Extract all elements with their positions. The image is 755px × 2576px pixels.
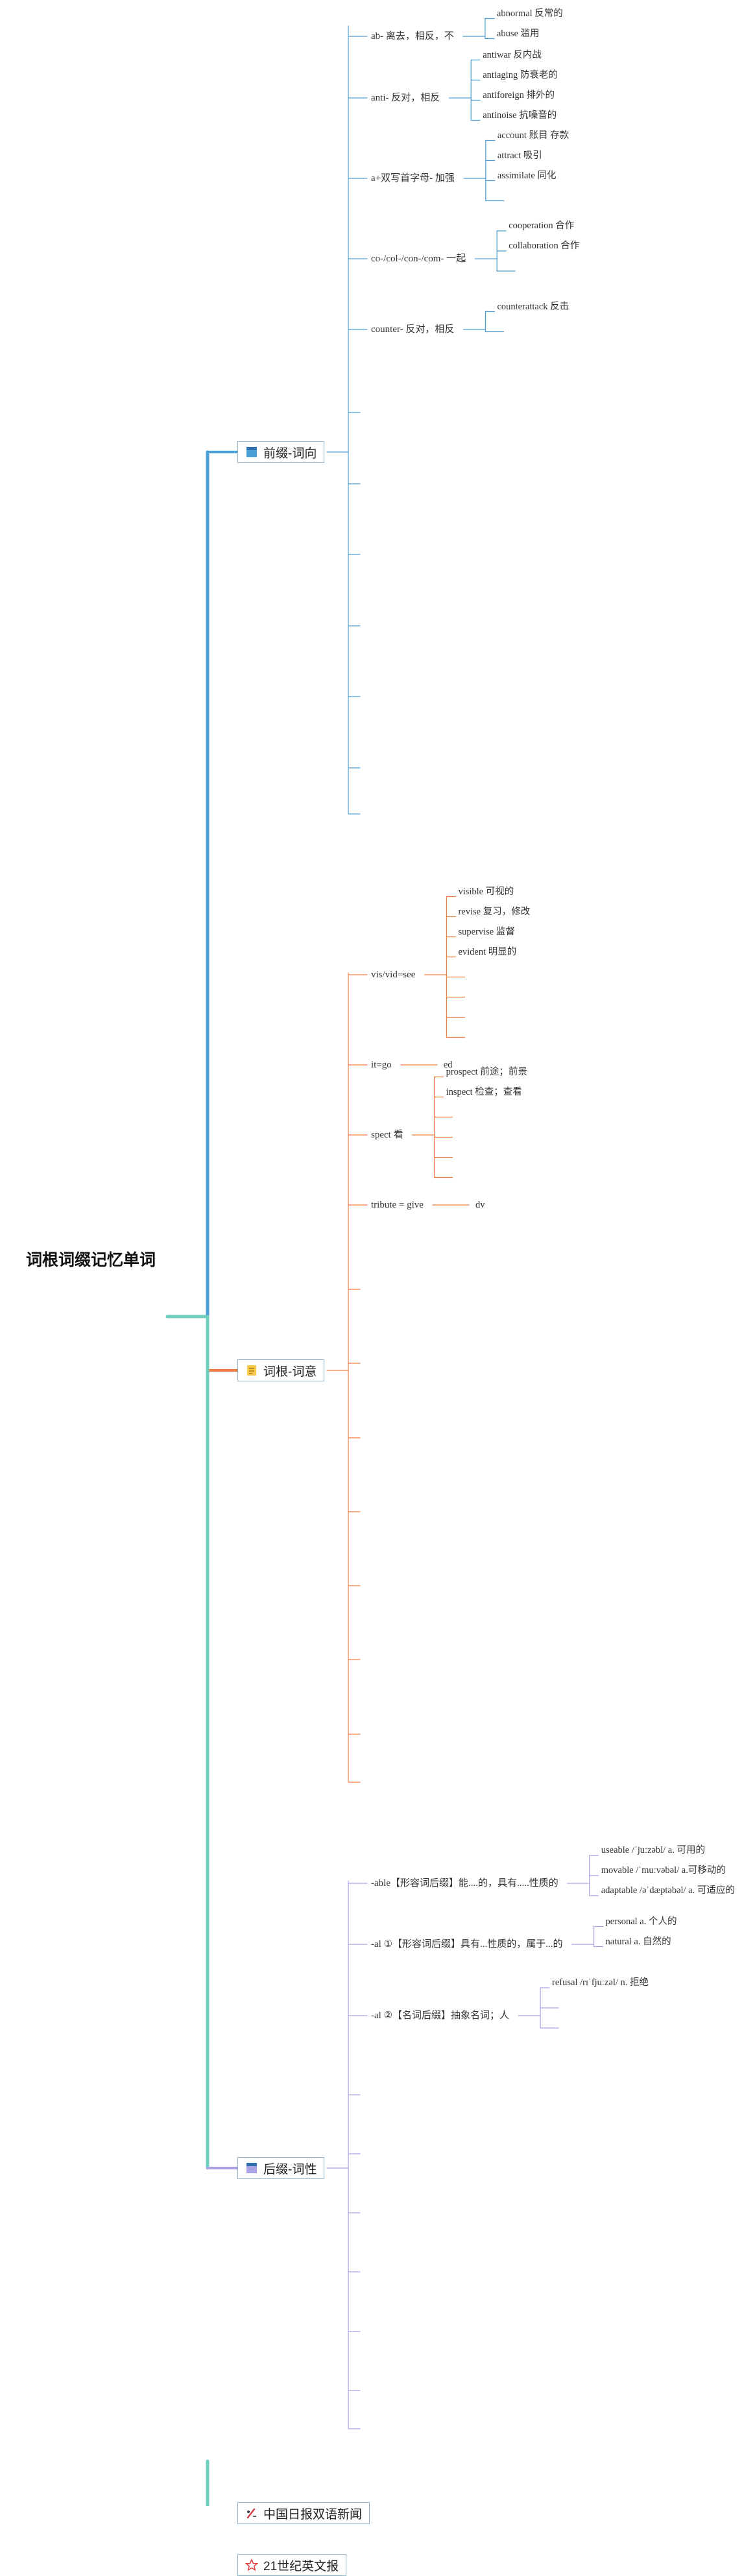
node-co-col-con-com[interactable]: co-/col-/con-/com- 一起 (371, 254, 466, 264)
leaf-natural-a[interactable]: natural a. 自然的 (605, 1936, 671, 1947)
leaf-account[interactable]: account 账目 存款 (497, 130, 569, 141)
category-5[interactable]: 21世纪英文报 (237, 2554, 347, 2576)
leaf-assimilate[interactable]: assimilate 同化 (497, 170, 557, 181)
mind-map: 词根词缀记忆单词 前缀-词向 ab- 离去，相反，不 abnormal 反常的 abu… (26, 8, 735, 2576)
flag-icon (245, 446, 258, 459)
leaf-adaptable-d-pt-b-l-a[interactable]: adaptable /əˈdæptəbəl/ a. 可适应的 (601, 1885, 735, 1896)
node-spect[interactable]: spect 看 (371, 1130, 403, 1140)
leaf-personal-a[interactable]: personal a. 个人的 (605, 1916, 677, 1927)
category-label: 词根-词意 (263, 1365, 317, 1379)
node-ab[interactable]: ab- 离去，相反，不 (371, 31, 454, 42)
leaf-refusal-r-fju-z-l-n[interactable]: refusal /rɪˈfjuːzəl/ n. 拒绝 (552, 1977, 649, 1988)
category-label: 中国日报双语新闻 (263, 2507, 363, 2522)
leaf-collaboration[interactable]: collaboration 合作 (509, 241, 580, 251)
category-label: 21世纪英文报 (263, 2559, 339, 2573)
root-node[interactable]: 词根词缀记忆单词 (26, 1251, 156, 1269)
category-3[interactable]: 后缀-词性 (237, 2157, 325, 2179)
leaf-movable-mu-v-b-l-a[interactable]: movable /ˈmuːvəbəl/ a.可移动的 (601, 1865, 726, 1876)
leaf-ed[interactable]: ed (443, 1060, 453, 1070)
node-counter[interactable]: counter- 反对，相反 (371, 324, 455, 335)
node-anti[interactable]: anti- 反对，相反 (371, 93, 440, 103)
category-2[interactable]: 词根-词意 (237, 1359, 325, 1381)
node-al[interactable]: -al ②【名词后缀】抽象名词；人 (371, 2010, 510, 2021)
node-al[interactable]: -al ①【形容词后缀】具有...性质的，属于...的 (371, 1939, 563, 1950)
flag-icon (245, 2162, 258, 2175)
node-a[interactable]: a+双写首字母- 加强 (371, 173, 455, 184)
leaf-revise[interactable]: revise 复习，修改 (458, 906, 531, 917)
node-vis-vid-see[interactable]: vis/vid=see (371, 970, 416, 980)
leaf-counterattack[interactable]: counterattack 反击 (497, 301, 569, 312)
node-tribute-give[interactable]: tribute = give (371, 1200, 424, 1210)
leaf-useable-ju-z-bl-a[interactable]: useable /ˈjuːzəbl/ a. 可用的 (601, 1845, 705, 1855)
leaf-visible[interactable]: visible 可视的 (458, 886, 514, 897)
category-label: 后缀-词性 (263, 2162, 317, 2176)
leaf-antiwar[interactable]: antiwar 反内战 (483, 49, 542, 60)
category-label: 前缀-词向 (263, 446, 317, 460)
note-icon (245, 1364, 258, 1377)
star-icon (245, 2558, 258, 2571)
category-1[interactable]: 前缀-词向 (237, 441, 325, 463)
leaf-prospect[interactable]: prospect 前途；前景 (446, 1066, 527, 1077)
leaf-antiaging[interactable]: antiaging 防衰老的 (483, 69, 558, 80)
leaf-antiforeign[interactable]: antiforeign 排外的 (483, 89, 555, 101)
leaf-cooperation[interactable]: cooperation 合作 (509, 221, 575, 231)
pen-icon (245, 2507, 258, 2520)
connector-lines (165, 18, 604, 2506)
node-it-go[interactable]: it=go (371, 1060, 392, 1070)
leaf-evident[interactable]: evident 明显的 (458, 946, 517, 957)
leaf-abuse[interactable]: abuse 滥用 (496, 28, 540, 39)
leaf-abnormal[interactable]: abnormal 反常的 (496, 8, 563, 19)
leaf-inspect[interactable]: inspect 检查；查看 (446, 1086, 522, 1097)
category-4[interactable]: 中国日报双语新闻 (237, 2502, 370, 2524)
leaf-attract[interactable]: attract 吸引 (497, 150, 542, 161)
leaf-antinoise[interactable]: antinoise 抗噪音的 (483, 110, 557, 121)
leaf-supervise[interactable]: supervise 监督 (458, 926, 515, 937)
leaf-dv[interactable]: dv (475, 1200, 485, 1210)
node-able[interactable]: -able【形容词后缀】能....的，具有.....性质的 (371, 1878, 558, 1889)
